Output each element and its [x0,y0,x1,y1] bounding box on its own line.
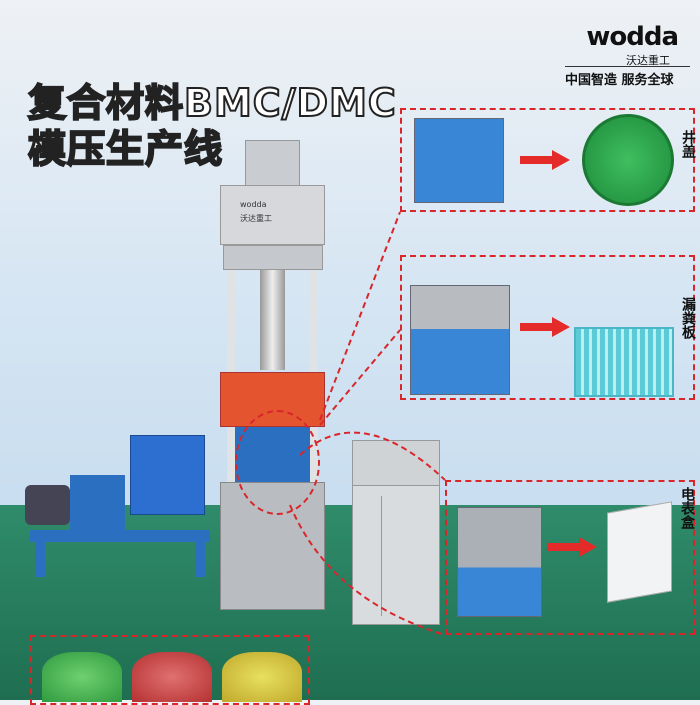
title-line1: 复合材料BMC/DMC [27,80,397,126]
green-material [42,652,122,702]
mold-highlight-circle [235,410,320,515]
arrow-right-icon [547,537,597,557]
mold-image [457,507,542,617]
arrow-right-icon [520,150,570,170]
arrow-right-icon [520,317,570,337]
product-panel-meter-box: 电表盒 [445,480,695,635]
kneader-mixer [20,430,215,580]
product-label: 电表盒 [679,487,695,529]
logo-company: 沃达重工 [626,54,670,67]
manhole-cover-image [582,114,674,206]
product-panel-slat-floor: 漏粪板 [400,255,696,400]
control-cabinet [352,440,440,625]
title-line2: 模压生产线 [27,126,224,172]
logo-brand: wodda [586,22,679,52]
red-material [132,652,212,702]
raw-material-panel [30,635,310,705]
product-label: 漏粪板 [680,297,696,339]
yellow-material [222,652,302,702]
plate-company: 沃达重工 [240,214,272,223]
plate-brand: wodda [240,200,267,209]
slogan: 中国智造 服务全球 [565,66,690,88]
slat-floor-image [574,327,674,397]
mold-image [410,285,510,395]
logo: wodda 沃达重工 [586,22,679,68]
mold-image [414,118,504,203]
product-panel-manhole-cover: 井盖 [400,108,696,212]
product-label: 井盖 [680,130,696,158]
